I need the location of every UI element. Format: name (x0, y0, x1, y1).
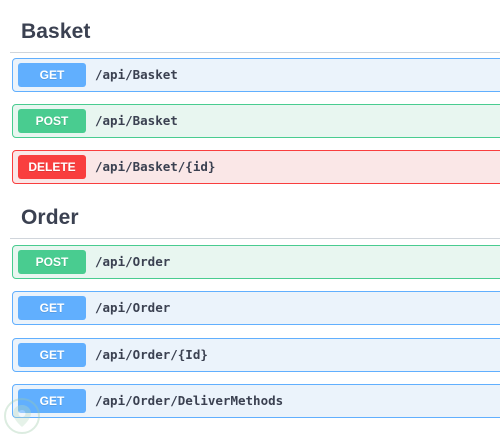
method-badge: POST (18, 109, 86, 133)
operation-path: /api/Order (95, 254, 171, 269)
method-badge: GET (18, 296, 86, 320)
operation-get-order-by-id[interactable]: GET /api/Order/{Id} (12, 338, 500, 372)
operation-path: /api/Order/DeliverMethods (95, 393, 284, 408)
operation-post-basket[interactable]: POST /api/Basket (12, 104, 500, 138)
operation-post-order[interactable]: POST /api/Order (12, 245, 500, 279)
operation-path: /api/Basket (95, 67, 178, 82)
method-badge: POST (18, 250, 86, 274)
tag-title: Order (21, 206, 79, 229)
method-badge: GET (18, 389, 86, 413)
operation-get-order[interactable]: GET /api/Order (12, 291, 500, 325)
tag-title: Basket (21, 20, 91, 43)
method-badge: GET (18, 63, 86, 87)
tag-header-order[interactable]: Order (10, 198, 500, 239)
operation-get-deliver-methods[interactable]: GET /api/Order/DeliverMethods (12, 384, 500, 418)
method-badge: DELETE (18, 155, 86, 179)
method-badge: GET (18, 343, 86, 367)
operation-path: /api/Order (95, 300, 171, 315)
location-pin-icon (2, 396, 42, 436)
tag-header-basket[interactable]: Basket (10, 12, 500, 53)
operation-get-basket[interactable]: GET /api/Basket (12, 58, 500, 92)
operation-path: /api/Order/{Id} (95, 347, 208, 362)
operation-path: /api/Basket/{id} (95, 159, 216, 174)
operation-delete-basket[interactable]: DELETE /api/Basket/{id} (12, 150, 500, 184)
operation-path: /api/Basket (95, 113, 178, 128)
